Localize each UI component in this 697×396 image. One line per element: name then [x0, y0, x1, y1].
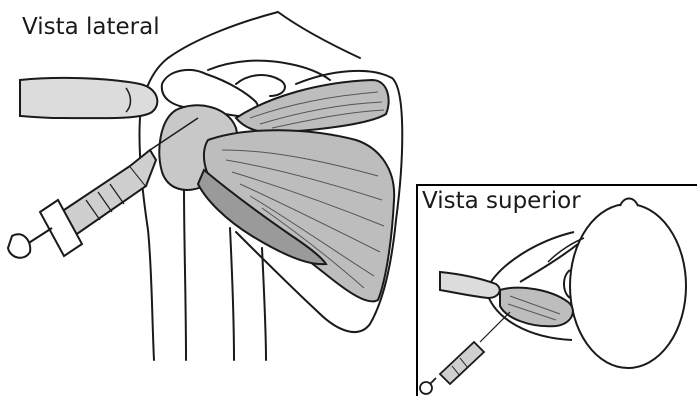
- finger: [20, 78, 157, 118]
- arm-line-2: [230, 228, 234, 360]
- superior-view-inset-frame: [416, 184, 697, 396]
- superior-view-label: Vista superior: [422, 188, 581, 214]
- supraspinatus-muscle: [236, 80, 389, 132]
- neck-outline: [278, 12, 360, 58]
- plunger-cap: [8, 234, 30, 258]
- clavicle: [208, 61, 330, 80]
- lateral-view-label: Vista lateral: [22, 14, 160, 40]
- arm-line-1: [184, 188, 186, 360]
- arm-line-3: [262, 248, 266, 360]
